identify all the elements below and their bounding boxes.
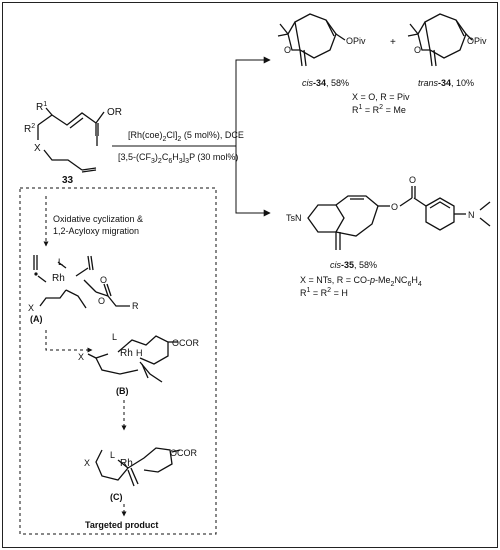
bottom-condition-x: X = NTs, R = CO-p-Me2NC6H4 bbox=[300, 275, 422, 288]
product-cis-35: TsN O O N cis-35, 58% bbox=[286, 175, 491, 270]
intC-ocor: OCOR bbox=[170, 448, 198, 458]
cis-34-label: cis-34, 58% bbox=[302, 78, 349, 88]
ligand-text: [3,5-(CF3)2C6H3]3P (30 mol%) bbox=[118, 152, 238, 165]
product-trans-34: O OPiv trans-34, 10% bbox=[407, 13, 487, 88]
starting-material-33: R2 R1 X OR 33 bbox=[24, 101, 122, 186]
cis-34-opiv: OPiv bbox=[346, 36, 366, 46]
intB-ocor: OCOR bbox=[172, 338, 200, 348]
compound-label-33: 33 bbox=[62, 175, 74, 186]
top-condition-r: R1 = R2 = Me bbox=[352, 104, 406, 115]
plus-sign: + bbox=[390, 37, 396, 48]
sm-r2: R bbox=[24, 124, 31, 135]
catalyst-text: [Rh(coe)2Cl]2 (5 mol%), DCE bbox=[128, 130, 244, 143]
intA-l: L bbox=[58, 257, 63, 267]
svg-text:R2: R2 bbox=[24, 123, 35, 135]
step1-line2: 1,2-Acyloxy migration bbox=[53, 226, 139, 236]
intA-o1: O bbox=[98, 296, 105, 306]
trans-34-ring-o: O bbox=[414, 45, 421, 55]
intC-x: X bbox=[84, 458, 90, 468]
intA-r: R bbox=[132, 301, 139, 311]
cis-35-ester-o: O bbox=[391, 202, 398, 212]
arrow-A-to-B bbox=[45, 330, 93, 353]
intB-l: L bbox=[112, 332, 117, 342]
cis-35-carbonyl-o: O bbox=[409, 175, 416, 185]
intB-h: H bbox=[136, 348, 143, 358]
intA-x: X bbox=[28, 303, 34, 313]
intC-rh: Rh bbox=[120, 458, 133, 469]
sm-r2-sup: 2 bbox=[31, 123, 35, 130]
cis-35-amine-n: N bbox=[468, 210, 475, 220]
intA-rh: Rh bbox=[52, 273, 65, 284]
reaction-conditions: [Rh(coe)2Cl]2 (5 mol%), DCE [3,5-(CF3)2C… bbox=[112, 56, 271, 217]
sm-or: OR bbox=[107, 107, 122, 118]
label-B: (B) bbox=[116, 386, 129, 396]
intermediate-B: L Rh H OCOR X (B) bbox=[78, 332, 200, 396]
intA-o2: O bbox=[100, 275, 107, 285]
cis-34-ring-o: O bbox=[284, 45, 291, 55]
intermediate-A: Rh L X O O R (A) bbox=[28, 255, 139, 324]
intB-rh: Rh bbox=[120, 348, 133, 359]
intermediate-C: X L Rh OCOR (C) bbox=[84, 447, 198, 502]
sm-r1-sup: 1 bbox=[43, 101, 47, 108]
trans-34-opiv: OPiv bbox=[467, 36, 487, 46]
targeted-product-label: Targeted product bbox=[85, 520, 158, 530]
sm-x: X bbox=[34, 143, 41, 154]
cis-35-tsn: TsN bbox=[286, 213, 302, 223]
trans-34-label: trans-34, 10% bbox=[418, 78, 474, 88]
label-A: (A) bbox=[30, 314, 43, 324]
mechanism-box bbox=[19, 187, 217, 535]
top-condition-x: X = O, R = Piv bbox=[352, 92, 410, 102]
intB-x: X bbox=[78, 352, 84, 362]
label-C: (C) bbox=[110, 492, 123, 502]
intC-l: L bbox=[110, 450, 115, 460]
step1-line1: Oxidative cyclization & bbox=[53, 214, 143, 224]
cis-35-label: cis-35, 58% bbox=[330, 260, 377, 270]
svg-text:R1: R1 bbox=[36, 101, 47, 113]
sm-r1: R bbox=[36, 102, 43, 113]
product-cis-34: O OPiv cis-34, 58% bbox=[277, 13, 366, 88]
bottom-condition-r: R1 = R2 = H bbox=[300, 287, 348, 298]
